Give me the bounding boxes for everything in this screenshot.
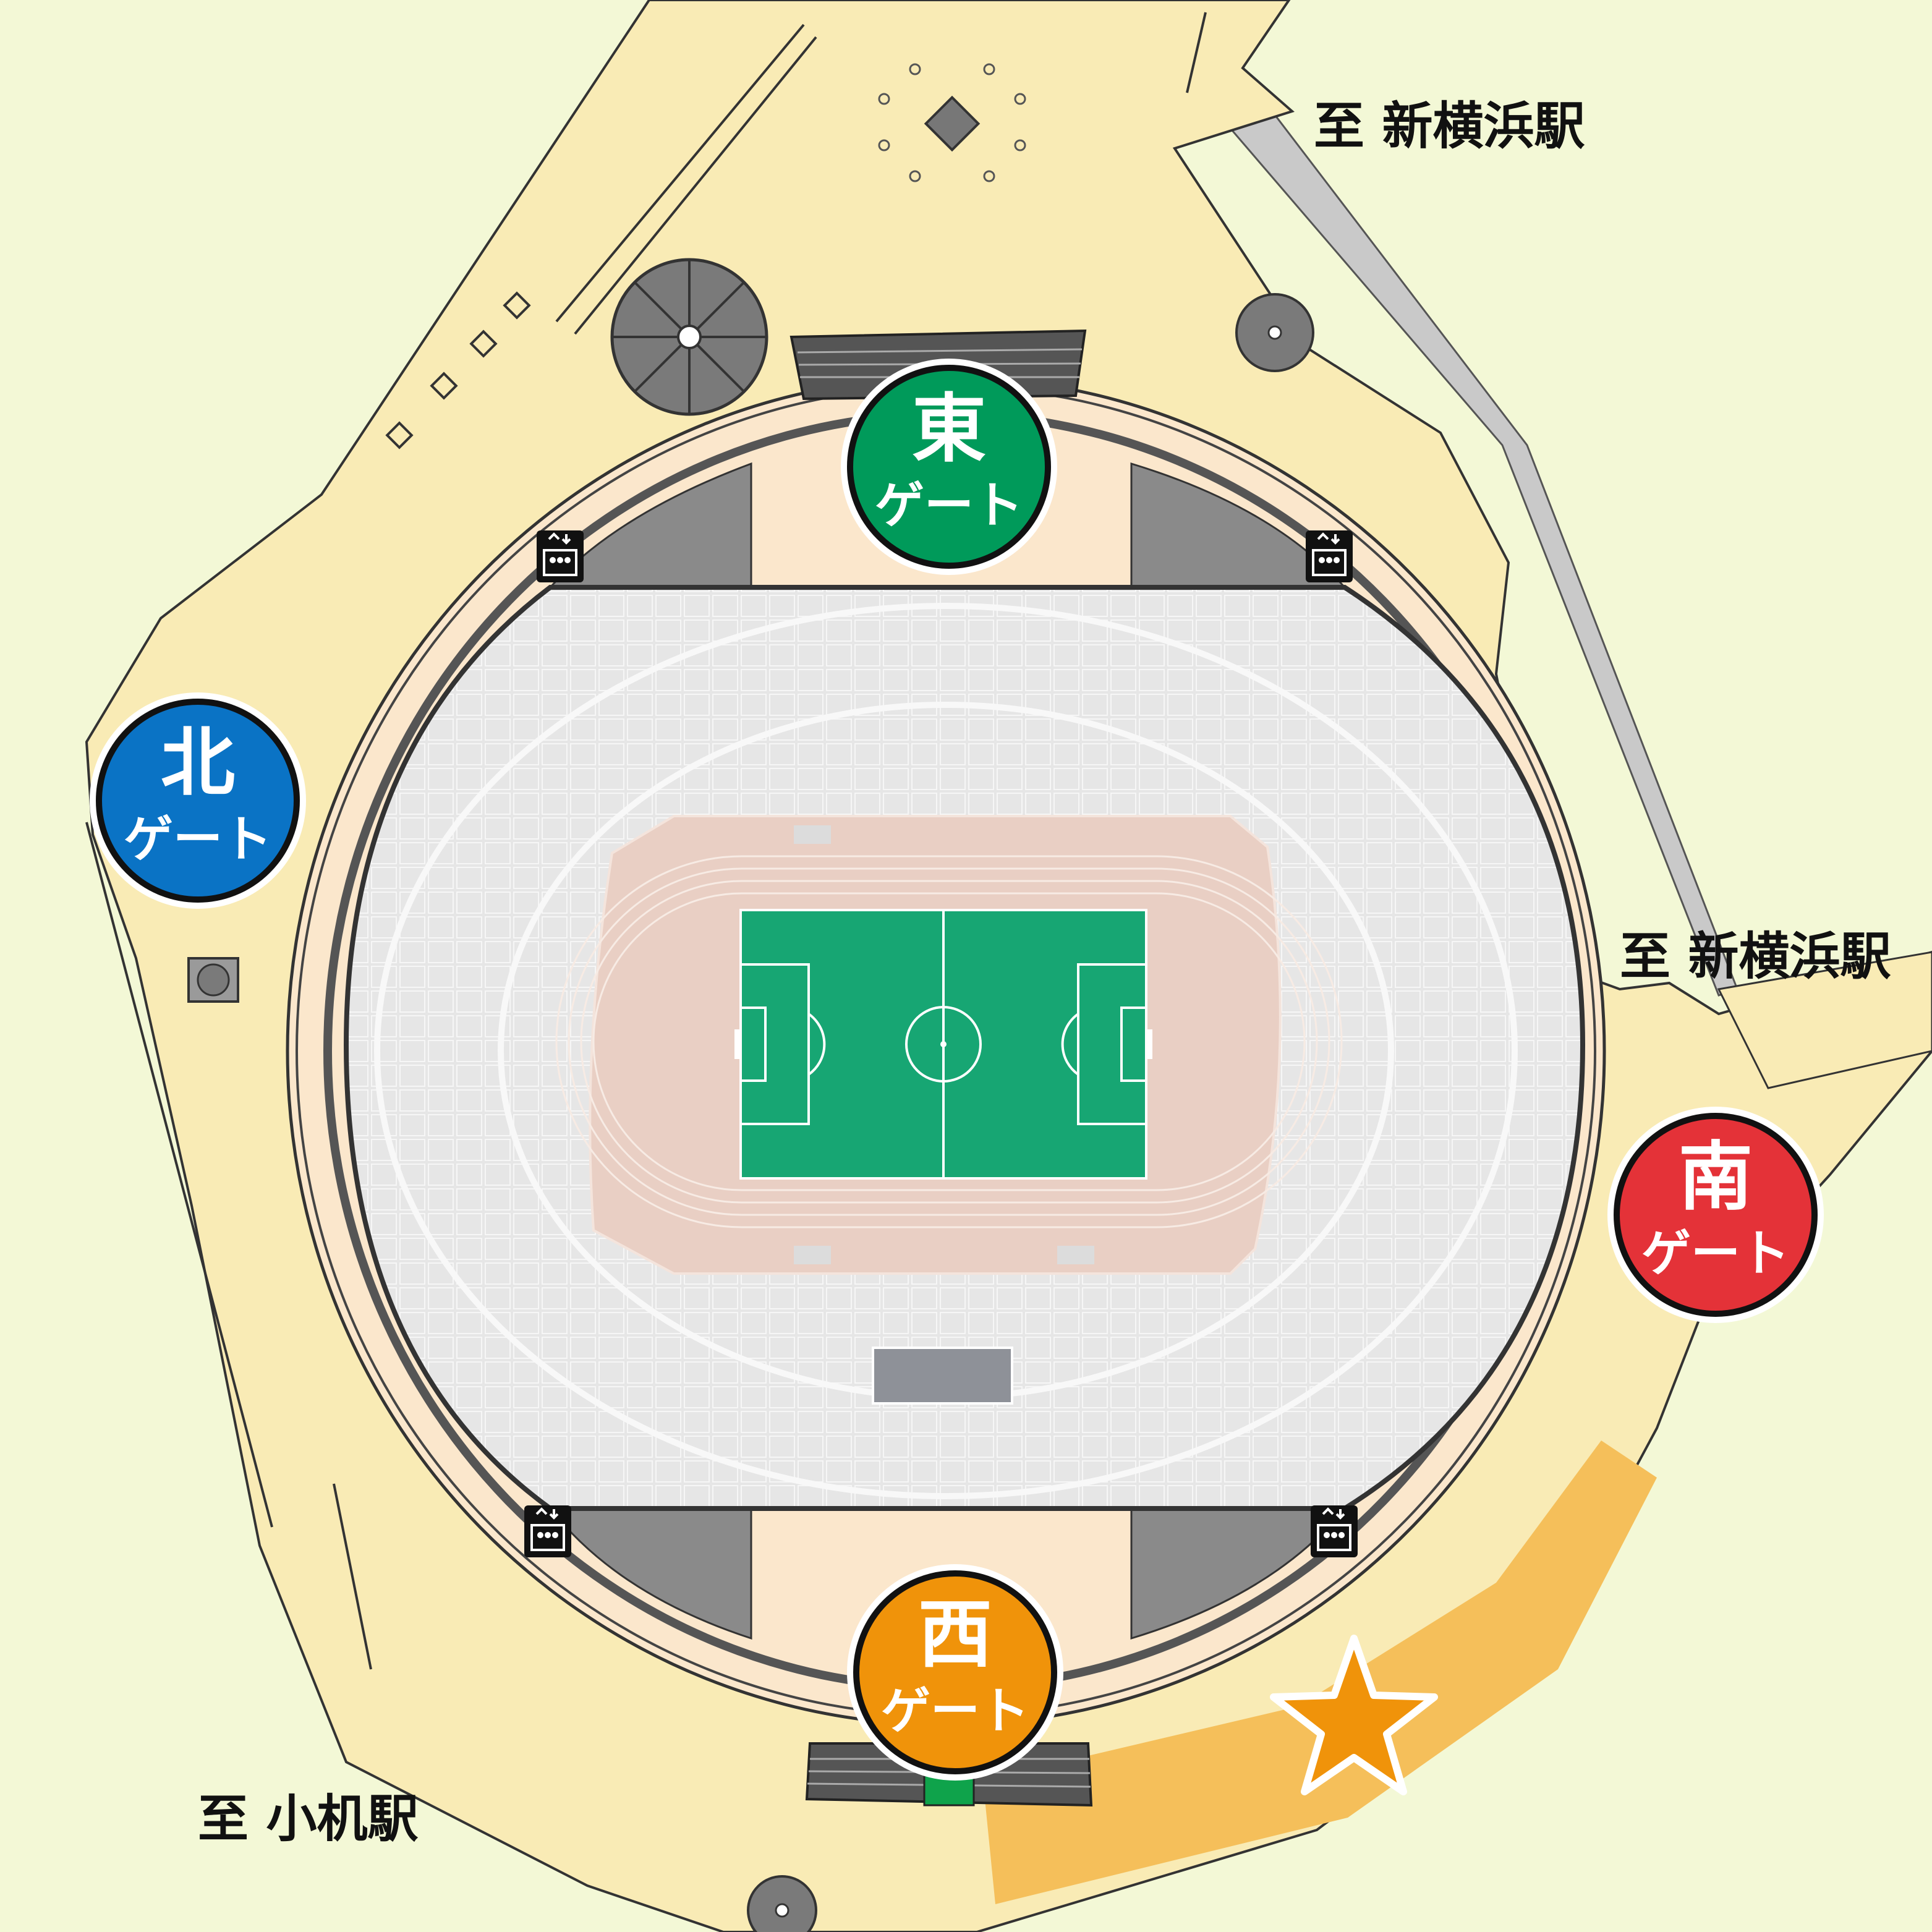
fan-vent-west	[747, 1875, 817, 1932]
gate-east-label: ゲート	[875, 477, 1023, 534]
gate-west-kanji: 西	[918, 1592, 992, 1678]
gate-north-label: ゲート	[124, 811, 272, 868]
star-icon	[1270, 1635, 1438, 1795]
gate-east-kanji: 東	[912, 386, 986, 472]
gate-south-label: ゲート	[1641, 1225, 1790, 1282]
elevator-icon	[524, 1505, 571, 1557]
elevator-icon	[1306, 530, 1353, 582]
gate-north-kanji: 北	[161, 720, 235, 806]
gate-south-disc	[1614, 1113, 1818, 1317]
direction-label-southwest: 至 小机駅	[198, 1790, 419, 1849]
fan-vent-east	[1235, 293, 1314, 372]
track-lanes	[555, 855, 1343, 1228]
gate-south[interactable]: 南 ゲート	[1607, 1107, 1824, 1323]
plaza-markers	[385, 95, 981, 449]
fan-vent-large	[610, 258, 768, 416]
highlight-area	[983, 1440, 1657, 1904]
gate-east-disc	[847, 365, 1051, 569]
track-marker-top	[794, 825, 831, 844]
scoreboard	[872, 1347, 1013, 1405]
east-walkway	[1717, 951, 1932, 1089]
soccer-pitch	[734, 909, 1152, 1180]
plaza-railings	[85, 12, 1207, 1670]
direction-label-top: 至 新横浜駅	[1314, 97, 1585, 156]
plaza-dots	[878, 63, 1026, 182]
corner-ramps	[548, 462, 1347, 1640]
gate-west[interactable]: 西 ゲート	[847, 1564, 1063, 1781]
fan-vent-north	[187, 957, 239, 1003]
elevator-icon	[1311, 1505, 1358, 1557]
gate-west-label: ゲート	[881, 1682, 1029, 1740]
gate-north-disc	[96, 699, 300, 903]
track-marker-bottom-right	[1057, 1246, 1094, 1264]
gate-south-kanji: 南	[1679, 1134, 1753, 1220]
track-marker-bottom	[794, 1246, 831, 1264]
direction-label-right: 至 新横浜駅	[1620, 927, 1891, 986]
gate-west-disc	[853, 1570, 1057, 1774]
elevator-icon	[537, 530, 584, 582]
gate-north[interactable]: 北 ゲート	[90, 692, 306, 909]
gate-east[interactable]: 東 ゲート	[841, 359, 1057, 575]
